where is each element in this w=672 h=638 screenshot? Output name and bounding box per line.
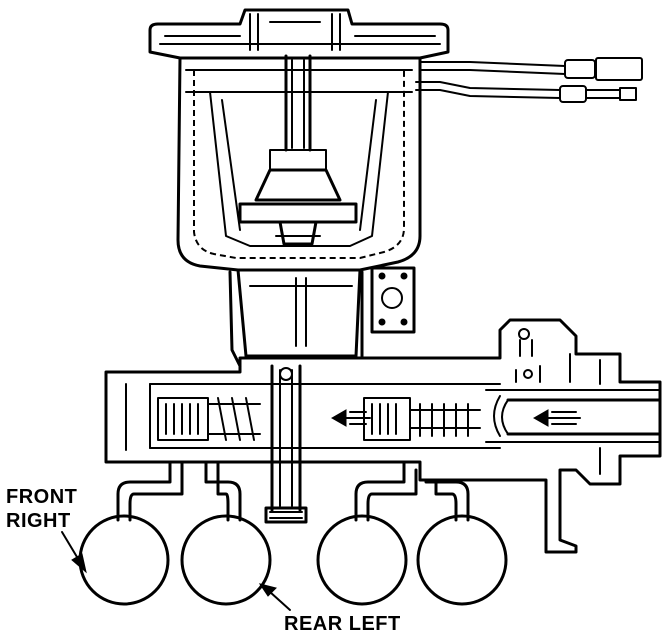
wheel-circle-4: [416, 514, 508, 606]
valve-shaft: [264, 364, 308, 524]
reservoir-body: [176, 56, 422, 272]
cylinder-body: [104, 318, 662, 554]
pushrod: [501, 398, 662, 436]
secondary-piston: [363, 397, 481, 441]
wheel-circle-front-right: [78, 514, 170, 606]
front-right-leader-arrow: [61, 531, 87, 574]
outlet-tubes: [116, 460, 470, 522]
wheel-circle-3: [316, 514, 408, 606]
front-right-label-line2: RIGHT: [6, 510, 71, 532]
reservoir-cap: [148, 8, 450, 60]
rear-left-leader-arrow: [258, 583, 291, 611]
front-right-label-line1: FRONT: [6, 486, 77, 508]
reservoir-neck: [228, 268, 364, 368]
sensor-wires: [415, 57, 643, 103]
mounting-bracket: [370, 266, 416, 334]
flow-arrow-icon: [330, 409, 371, 427]
rear-left-label: REAR LEFT: [284, 613, 401, 635]
primary-piston: [157, 397, 261, 441]
flow-arrow-icon: [532, 409, 581, 427]
wheel-circle-rear-left: [180, 514, 272, 606]
float-switch: [238, 54, 358, 246]
